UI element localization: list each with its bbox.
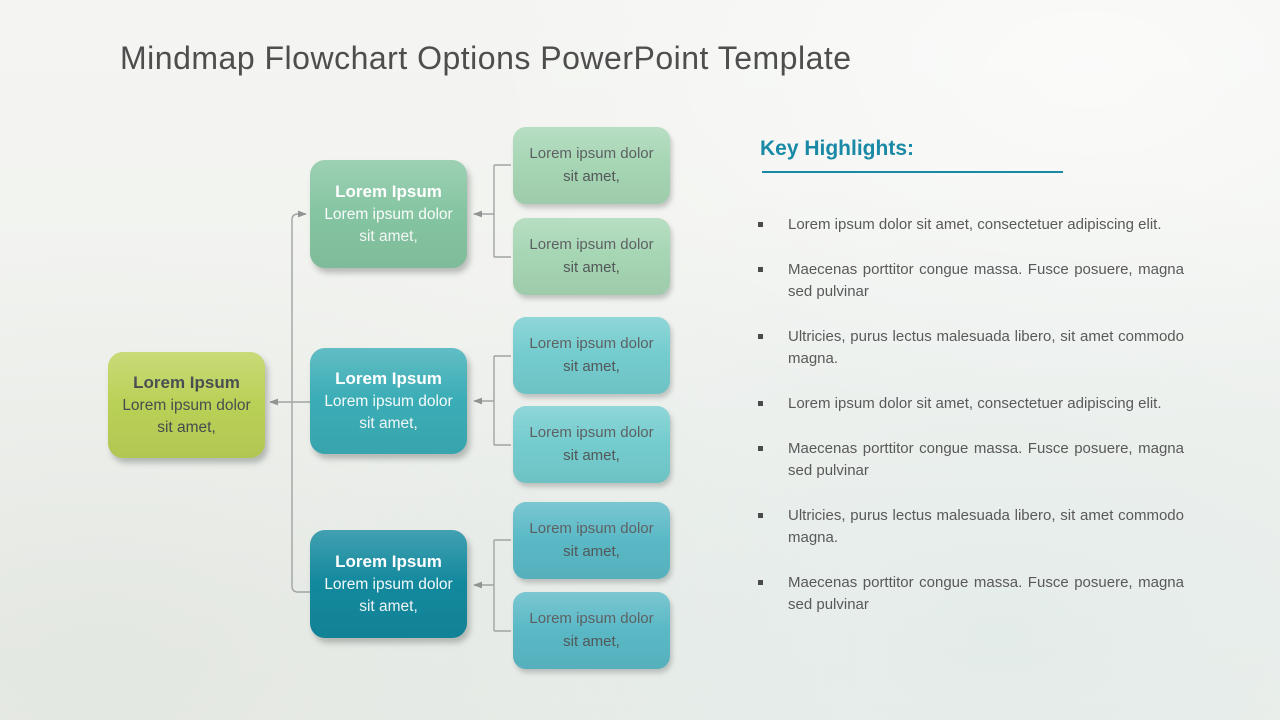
square-bullet-icon bbox=[758, 259, 788, 303]
trunk-connector bbox=[291, 210, 310, 593]
branch-node-subtitle: Lorem ipsum dolor sit amet, bbox=[324, 576, 453, 616]
leaf-node-text: Lorem ipsum dolor sit amet, bbox=[529, 424, 654, 464]
list-item-text: Ultricies, purus lectus malesuada libero… bbox=[788, 328, 1184, 367]
mindmap-leaf-node: Lorem ipsum dolor sit amet, bbox=[513, 592, 670, 669]
list-item: Maecenas porttitor congue massa. Fusce p… bbox=[758, 572, 1184, 616]
key-highlights-list: Lorem ipsum dolor sit amet, consectetuer… bbox=[758, 214, 1184, 639]
list-item-text: Lorem ipsum dolor sit amet, consectetuer… bbox=[788, 216, 1162, 233]
square-bullet-icon bbox=[758, 572, 788, 616]
branch-node-subtitle: Lorem ipsum dolor sit amet, bbox=[324, 393, 453, 433]
branch-node-title: Lorem Ipsum bbox=[335, 181, 442, 201]
leaf-node-text: Lorem ipsum dolor sit amet, bbox=[529, 145, 654, 185]
list-item: Lorem ipsum dolor sit amet, consectetuer… bbox=[758, 393, 1184, 415]
leaf-node-text: Lorem ipsum dolor sit amet, bbox=[529, 520, 654, 560]
mindmap-root-node: Lorem Ipsum Lorem ipsum dolor sit amet, bbox=[108, 352, 265, 458]
leaf-node-text: Lorem ipsum dolor sit amet, bbox=[529, 335, 654, 375]
bracket-1 bbox=[493, 164, 511, 258]
list-item: Ultricies, purus lectus malesuada libero… bbox=[758, 326, 1184, 370]
mindmap-branch-node: Lorem Ipsum Lorem ipsum dolor sit amet, bbox=[310, 160, 467, 268]
square-bullet-icon bbox=[758, 505, 788, 549]
square-bullet-icon bbox=[758, 214, 788, 236]
bracket-2 bbox=[493, 355, 511, 446]
key-highlights-underline bbox=[762, 171, 1063, 173]
mindmap-leaf-node: Lorem ipsum dolor sit amet, bbox=[513, 317, 670, 394]
list-item-text: Maecenas porttitor congue massa. Fusce p… bbox=[788, 440, 1184, 479]
list-item-text: Ultricies, purus lectus malesuada libero… bbox=[788, 507, 1184, 546]
list-item-text: Lorem ipsum dolor sit amet, consectetuer… bbox=[788, 395, 1162, 412]
branch-node-title: Lorem Ipsum bbox=[335, 551, 442, 571]
key-highlights-heading: Key Highlights: bbox=[760, 137, 915, 160]
list-item: Lorem ipsum dolor sit amet, consectetuer… bbox=[758, 214, 1184, 236]
list-item: Ultricies, purus lectus malesuada libero… bbox=[758, 505, 1184, 549]
leaf-node-text: Lorem ipsum dolor sit amet, bbox=[529, 236, 654, 276]
mindmap-leaf-node: Lorem ipsum dolor sit amet, bbox=[513, 127, 670, 204]
square-bullet-icon bbox=[758, 393, 788, 415]
mindmap-branch-node: Lorem Ipsum Lorem ipsum dolor sit amet, bbox=[310, 530, 467, 638]
mindmap-branch-node: Lorem Ipsum Lorem ipsum dolor sit amet, bbox=[310, 348, 467, 454]
branch-node-subtitle: Lorem ipsum dolor sit amet, bbox=[324, 206, 453, 246]
list-item-text: Maecenas porttitor congue massa. Fusce p… bbox=[788, 261, 1184, 300]
root-node-subtitle: Lorem ipsum dolor sit amet, bbox=[122, 397, 251, 437]
root-node-title: Lorem Ipsum bbox=[133, 372, 240, 392]
mindmap-leaf-node: Lorem ipsum dolor sit amet, bbox=[513, 502, 670, 579]
list-item-text: Maecenas porttitor congue massa. Fusce p… bbox=[788, 574, 1184, 613]
bracket-3 bbox=[493, 539, 511, 632]
list-item: Maecenas porttitor congue massa. Fusce p… bbox=[758, 259, 1184, 303]
branch-node-title: Lorem Ipsum bbox=[335, 368, 442, 388]
leaf-node-text: Lorem ipsum dolor sit amet, bbox=[529, 610, 654, 650]
mindmap-leaf-node: Lorem ipsum dolor sit amet, bbox=[513, 406, 670, 483]
square-bullet-icon bbox=[758, 326, 788, 370]
page-title: Mindmap Flowchart Options PowerPoint Tem… bbox=[120, 40, 852, 76]
square-bullet-icon bbox=[758, 438, 788, 482]
list-item: Maecenas porttitor congue massa. Fusce p… bbox=[758, 438, 1184, 482]
mindmap-leaf-node: Lorem ipsum dolor sit amet, bbox=[513, 218, 670, 295]
